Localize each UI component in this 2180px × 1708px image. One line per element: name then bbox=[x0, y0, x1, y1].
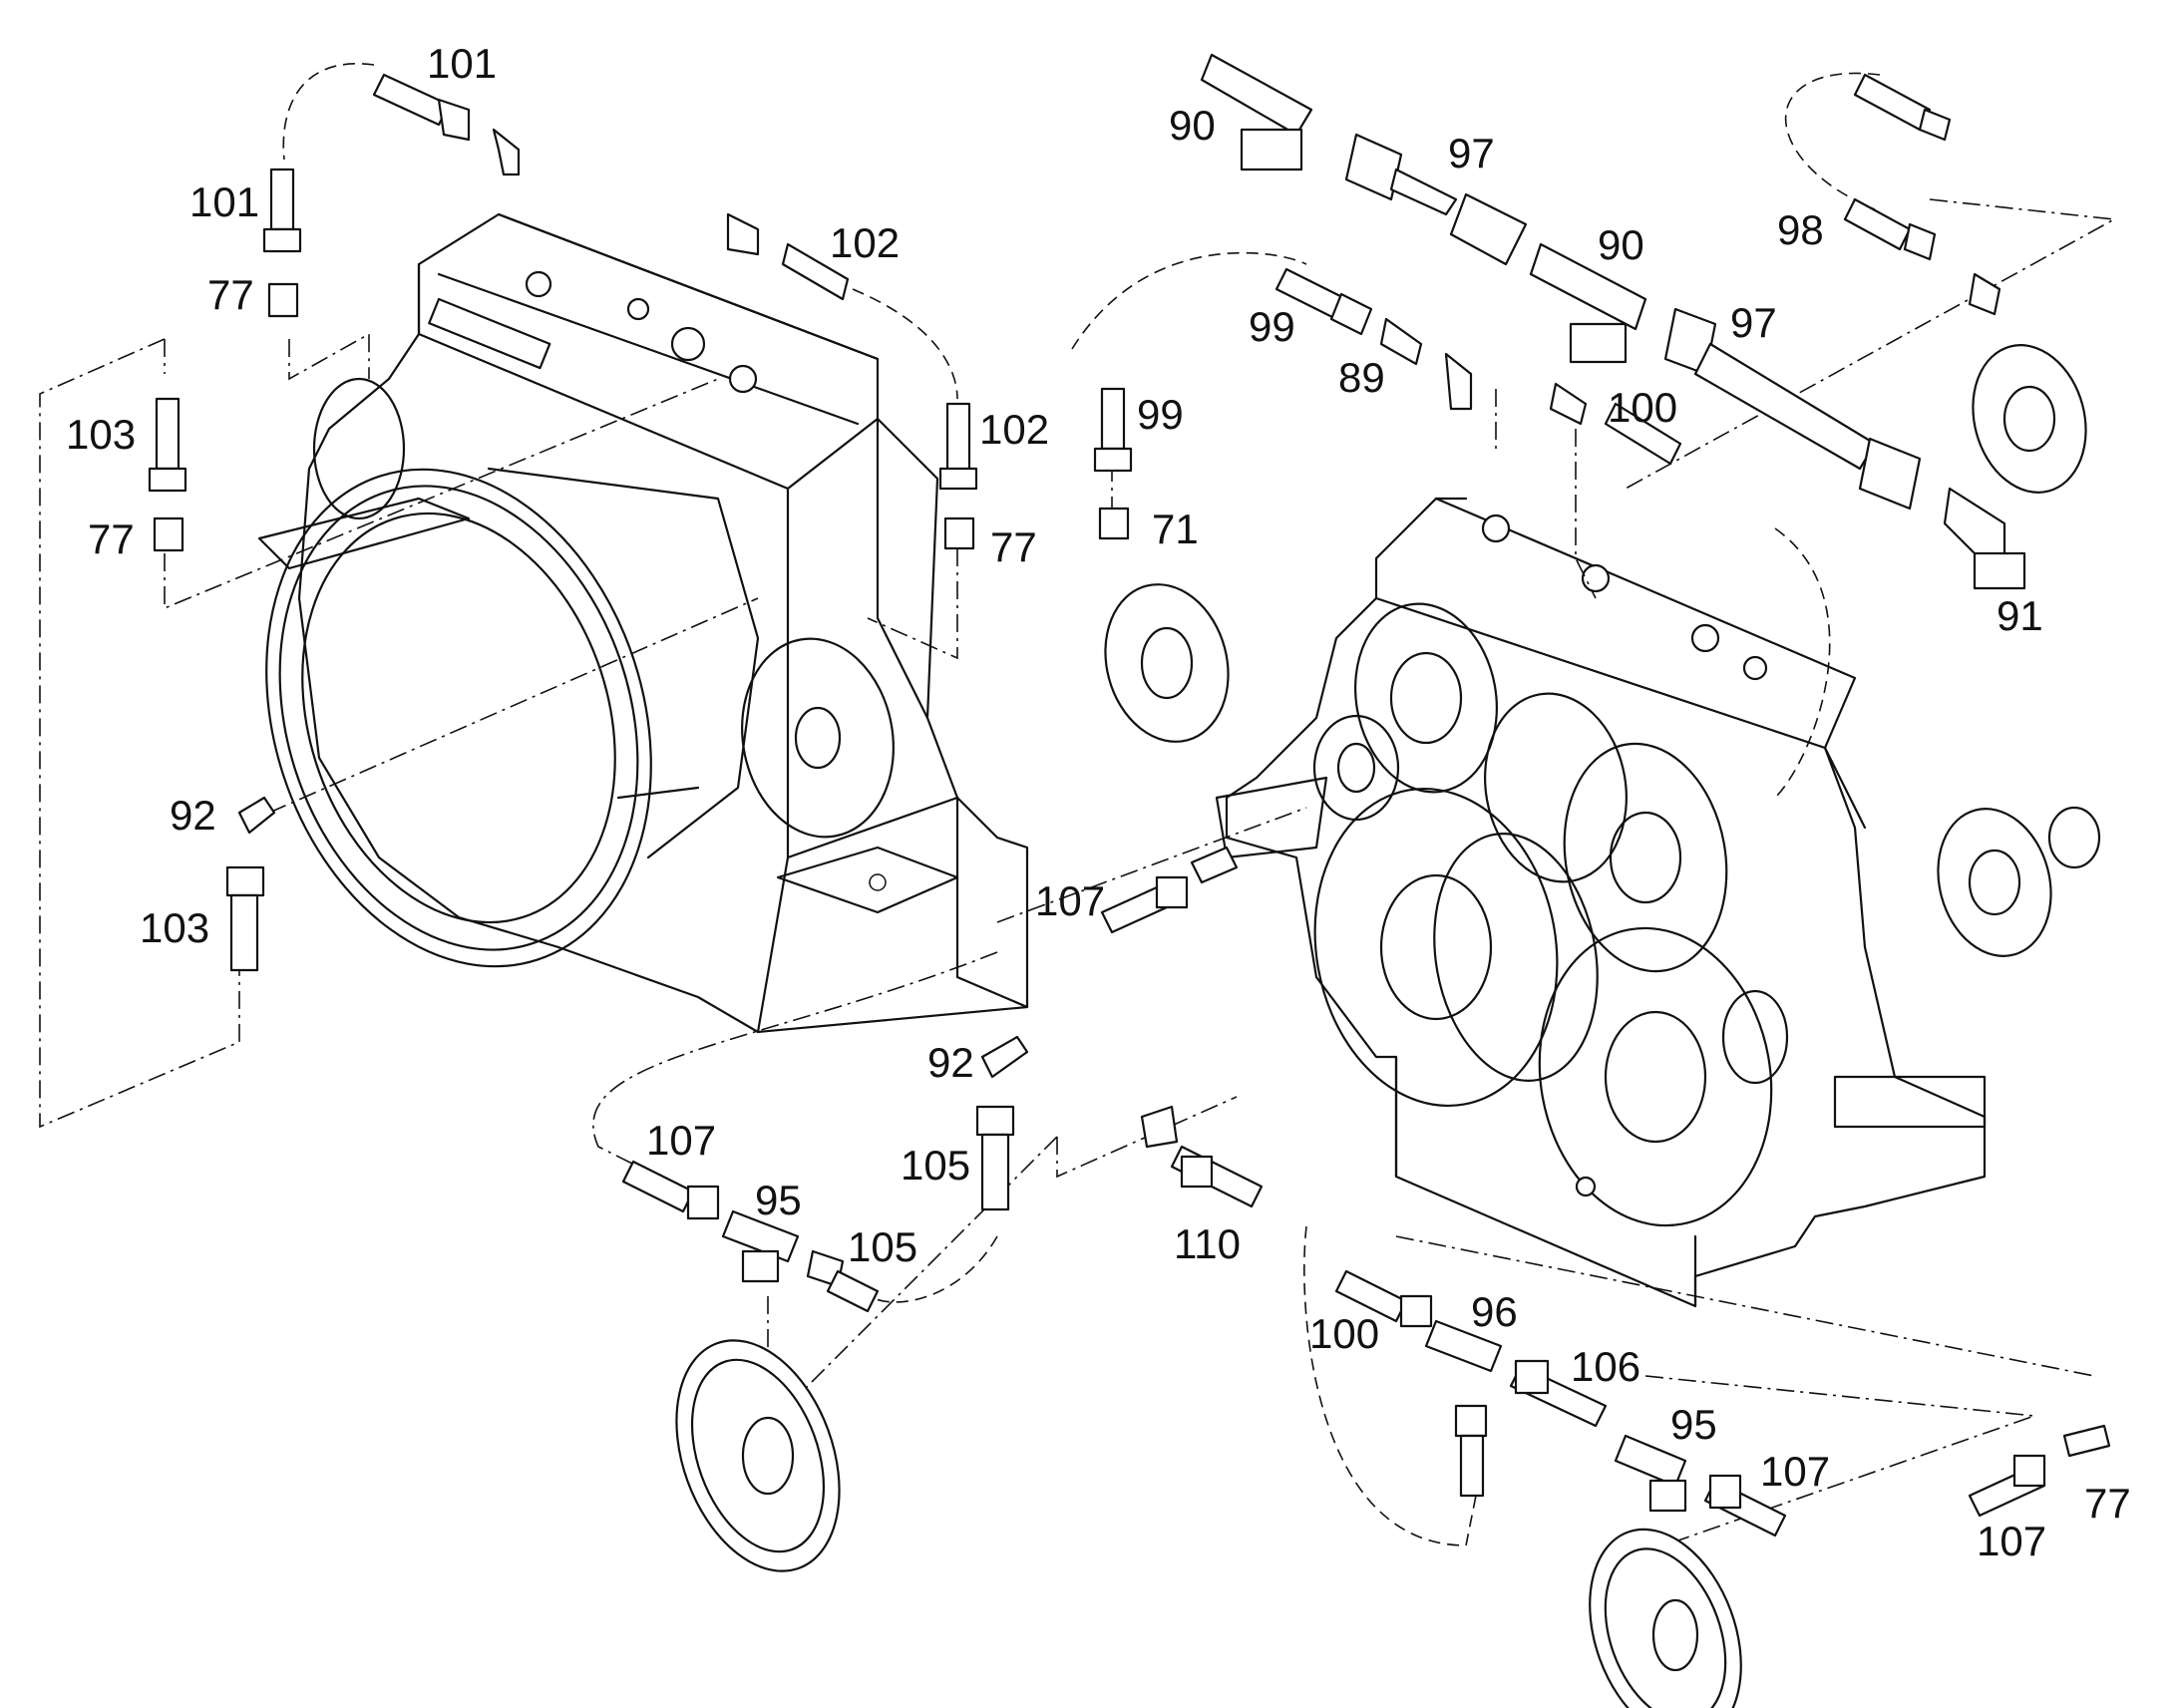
callout-95-right: 95 bbox=[1670, 1401, 1717, 1448]
callout-77-bottom-right: 77 bbox=[2084, 1480, 2131, 1527]
callout-97-right: 97 bbox=[1730, 299, 1777, 346]
callout-95-left: 95 bbox=[755, 1177, 802, 1223]
callout-101-top: 101 bbox=[427, 40, 497, 87]
callout-102-right: 102 bbox=[979, 406, 1049, 453]
right-gearbox-housing bbox=[1215, 497, 1987, 1308]
callout-77-upper-left: 77 bbox=[207, 271, 254, 318]
callout-103-bottom-left: 103 bbox=[140, 904, 209, 951]
callout-92-mid: 92 bbox=[927, 1039, 974, 1086]
callout-105-bottom: 105 bbox=[848, 1223, 917, 1270]
callout-97-top: 97 bbox=[1448, 130, 1495, 176]
callout-71: 71 bbox=[1152, 506, 1199, 552]
callout-106: 106 bbox=[1571, 1343, 1640, 1390]
callout-77-right: 77 bbox=[990, 523, 1037, 570]
callout-89: 89 bbox=[1338, 354, 1385, 401]
callout-98: 98 bbox=[1777, 206, 1824, 253]
callout-92-left: 92 bbox=[170, 792, 216, 839]
callout-102-top: 102 bbox=[830, 219, 900, 266]
callout-100-upper: 100 bbox=[1608, 384, 1677, 431]
part-callouts: 101 101 77 103 77 102 102 77 92 103 90 9… bbox=[66, 40, 2131, 1564]
callout-99-upper: 99 bbox=[1249, 303, 1295, 350]
callout-90-mid: 90 bbox=[1598, 221, 1644, 268]
callout-90-top: 90 bbox=[1169, 102, 1216, 149]
callout-77-left: 77 bbox=[88, 515, 135, 562]
callout-107-bottom-left: 107 bbox=[646, 1117, 716, 1164]
callout-110: 110 bbox=[1174, 1220, 1241, 1267]
callout-107-mid: 107 bbox=[1035, 877, 1105, 924]
callout-107-bottom-mid: 107 bbox=[1760, 1448, 1830, 1495]
callout-105-mid: 105 bbox=[901, 1142, 970, 1189]
left-gearbox-housing bbox=[257, 212, 1029, 1034]
callout-96: 96 bbox=[1471, 1288, 1518, 1335]
fittings-and-hoses bbox=[148, 53, 2111, 1708]
callout-99-left: 99 bbox=[1137, 391, 1184, 438]
callout-91: 91 bbox=[1997, 592, 2043, 639]
callout-103-left: 103 bbox=[66, 411, 136, 458]
callout-101-left: 101 bbox=[189, 178, 259, 225]
callout-100-bottom: 100 bbox=[1309, 1310, 1379, 1357]
callout-107-bottom-right: 107 bbox=[1977, 1518, 2046, 1564]
